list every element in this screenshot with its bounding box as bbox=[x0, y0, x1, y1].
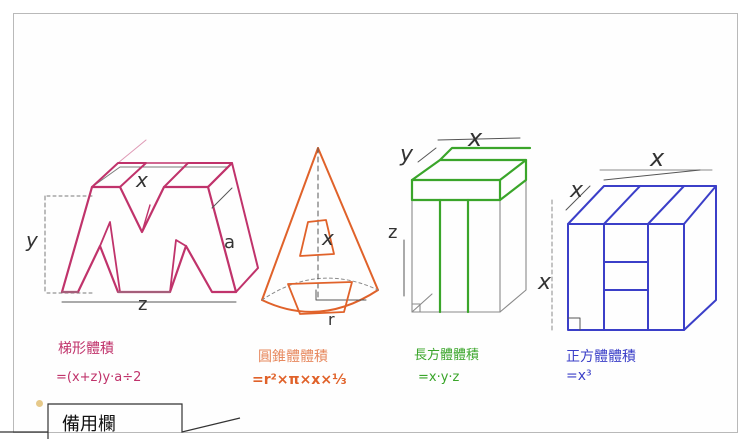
h-label-side: x bbox=[538, 270, 552, 295]
t-box-drawing bbox=[403, 137, 532, 314]
callout-box bbox=[0, 403, 241, 439]
cone-label-radius: r bbox=[328, 310, 335, 329]
cone-drawing bbox=[261, 147, 379, 315]
m-label-depth: a bbox=[224, 232, 236, 253]
h-label-depth: x bbox=[570, 178, 584, 203]
cone-formula-title: 圓錐體體積 bbox=[258, 349, 328, 365]
m-formula: =(x+z)y·a÷2 bbox=[56, 370, 142, 385]
m-formula-title: 梯形體積 bbox=[58, 341, 114, 357]
cone-label-height: x bbox=[322, 226, 334, 250]
h-cube-drawing bbox=[551, 169, 717, 331]
callout-text: 備用欄 bbox=[62, 414, 116, 435]
t-label-side: z bbox=[388, 222, 398, 243]
cone-formula: =r²×π×x×⅓ bbox=[252, 372, 347, 388]
t-formula: =x·y·z bbox=[418, 370, 460, 385]
m-label-top: x bbox=[136, 168, 148, 192]
t-label-depth: y bbox=[400, 142, 414, 167]
t-label-top: x bbox=[468, 124, 483, 152]
m-label-bottom: z bbox=[138, 294, 148, 315]
h-formula: =x³ bbox=[566, 368, 592, 384]
t-formula-title: 長方體體積 bbox=[414, 348, 480, 363]
m-prism-drawing bbox=[44, 139, 259, 303]
stray-dot bbox=[36, 400, 43, 407]
h-formula-title: 正方體體積 bbox=[566, 349, 636, 365]
m-label-left: y bbox=[26, 228, 38, 252]
h-label-top: x bbox=[650, 144, 665, 172]
